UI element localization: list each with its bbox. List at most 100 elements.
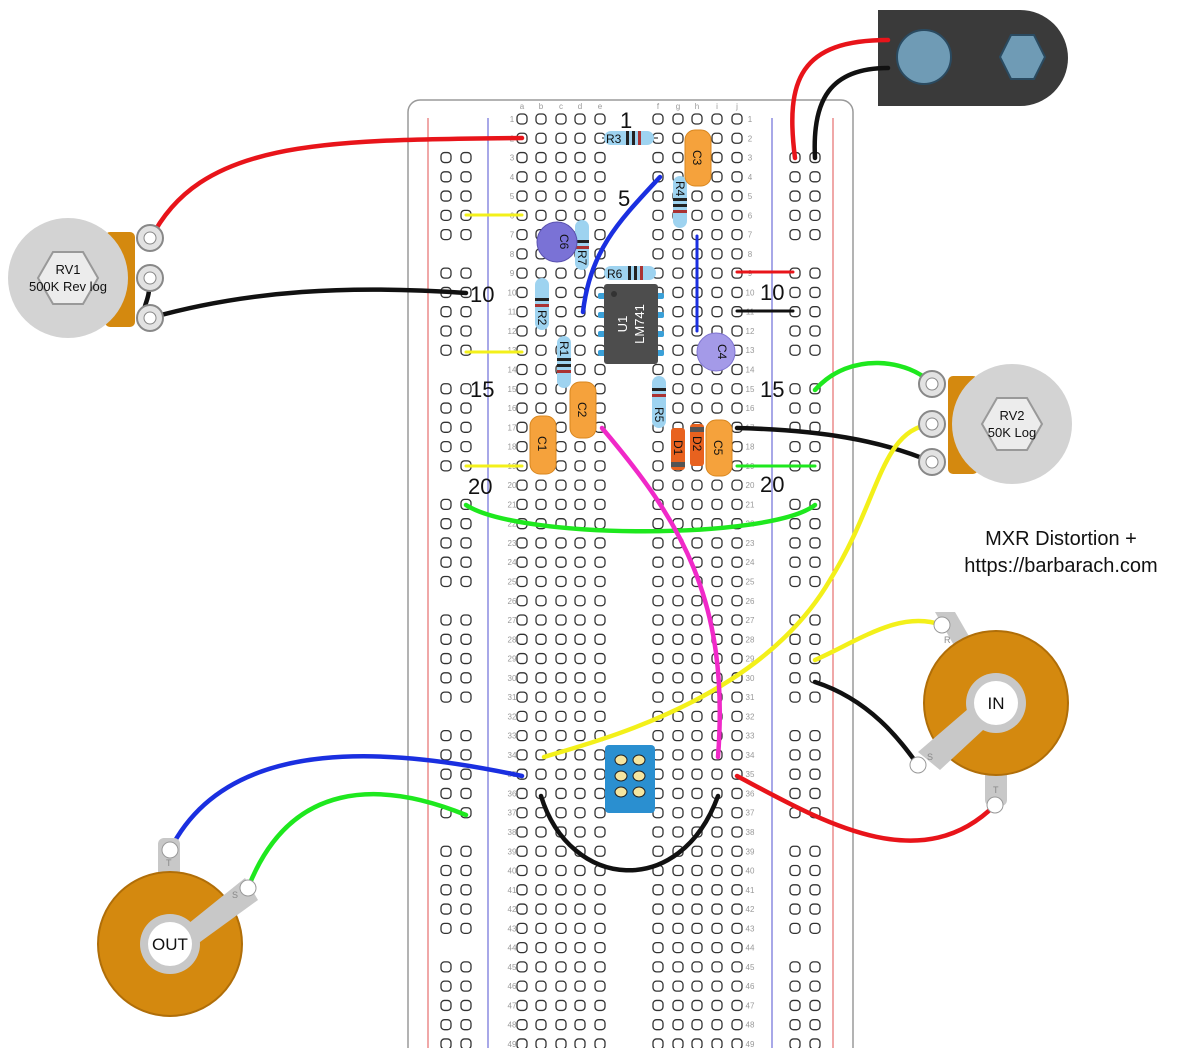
breadboard-hole — [672, 768, 684, 780]
breadboard-hole — [535, 826, 547, 838]
breadboard-hole — [672, 729, 684, 742]
capacitor-c3-label: C3 — [690, 150, 704, 166]
rail-hole — [440, 344, 452, 356]
breadboard-hole — [555, 999, 567, 1012]
rail-hole — [440, 325, 452, 337]
breadboard-hole — [516, 729, 528, 742]
row-marker-20-left: 20 — [468, 474, 492, 499]
breadboard-hole — [711, 306, 723, 318]
rail-hole — [789, 1038, 801, 1048]
row-number: 16 — [508, 404, 517, 413]
breadboard-hole — [672, 248, 684, 260]
row-number: 26 — [508, 597, 517, 606]
capacitor-c5: C5 — [705, 419, 733, 477]
diode-d1: D1 — [671, 428, 685, 470]
breadboard-hole — [574, 363, 586, 376]
rail-hole — [789, 961, 801, 973]
breadboard-hole — [711, 498, 723, 511]
row-number: 28 — [508, 635, 517, 644]
rail-hole — [460, 383, 472, 395]
rail-hole — [460, 556, 472, 568]
breadboard-hole — [691, 518, 703, 530]
row-marker-10-left: 10 — [470, 282, 494, 307]
row-number: 20 — [746, 481, 755, 490]
row-marker-15-right: 15 — [760, 377, 784, 402]
breadboard-hole — [731, 537, 743, 549]
breadboard-hole — [516, 903, 528, 915]
rail-hole — [440, 383, 452, 395]
rail-hole — [809, 575, 821, 588]
rail-hole — [440, 845, 452, 857]
breadboard-hole — [691, 864, 703, 877]
rail-hole — [460, 864, 472, 877]
row-number: 4 — [748, 173, 753, 182]
row-number: 33 — [508, 732, 517, 741]
breadboard-hole — [574, 113, 586, 125]
row-number: 40 — [746, 867, 755, 876]
rail-hole — [440, 228, 452, 241]
breadboard-hole — [535, 209, 547, 222]
breadboard-hole — [731, 884, 743, 896]
breadboard-hole — [516, 826, 528, 838]
breadboard-hole — [594, 440, 606, 453]
breadboard-hole — [652, 537, 664, 549]
breadboard-hole — [594, 922, 606, 934]
row-number: 36 — [508, 789, 517, 798]
wire-yellow-rv2 — [541, 421, 935, 760]
breadboard-hole — [672, 325, 684, 337]
wire-red-in — [734, 773, 998, 843]
breadboard-hole — [516, 421, 528, 433]
rail-hole — [789, 440, 801, 453]
wire-red-dc — [790, 37, 891, 161]
breadboard-hole — [535, 267, 547, 279]
breadboard-hole — [691, 113, 703, 125]
breadboard-hole — [594, 595, 606, 607]
breadboard-hole — [574, 614, 586, 626]
rail-hole — [460, 999, 472, 1012]
breadboard-hole — [711, 267, 723, 279]
breadboard-hole — [731, 363, 743, 376]
row-number: 42 — [746, 905, 755, 914]
breadboard-hole — [672, 113, 684, 125]
row-number: 34 — [746, 751, 755, 760]
rail-hole — [789, 999, 801, 1012]
breadboard-hole — [652, 113, 664, 125]
breadboard-hole — [555, 903, 567, 915]
breadboard-hole — [516, 672, 528, 684]
breadboard-hole — [594, 845, 606, 857]
rail-hole — [440, 961, 452, 973]
row-number: 32 — [746, 712, 755, 721]
breadboard-hole — [594, 479, 606, 491]
breadboard-hole — [731, 325, 743, 337]
breadboard-hole — [574, 884, 586, 896]
row-number: 23 — [746, 539, 755, 548]
rail-hole — [789, 864, 801, 877]
rail-hole — [809, 440, 821, 453]
row-number: 7 — [748, 231, 753, 240]
capacitor-c4: C4 — [696, 332, 736, 372]
breadboard-hole — [555, 652, 567, 665]
rail-hole — [789, 383, 801, 395]
row-number: 6 — [748, 211, 753, 220]
breadboard-hole — [574, 633, 586, 645]
breadboard-hole — [574, 864, 586, 877]
ic-part: LM741 — [632, 304, 647, 344]
rail-hole — [460, 787, 472, 800]
rail-hole — [789, 922, 801, 934]
row-number: 44 — [746, 944, 755, 953]
rail-hole — [440, 749, 452, 761]
breadboard-hole — [516, 922, 528, 934]
breadboard-hole — [691, 498, 703, 511]
rail-hole — [789, 498, 801, 511]
breadboard-hole — [731, 171, 743, 183]
breadboard-hole — [574, 941, 586, 954]
breadboard-hole — [652, 652, 664, 665]
breadboard-hole — [535, 402, 547, 414]
breadboard-hole — [594, 768, 606, 780]
ic-u1: U1 LM741 — [598, 284, 664, 364]
breadboard-hole — [691, 980, 703, 992]
wire-yellow-in — [812, 618, 945, 663]
jack-out-lug-t: T — [166, 858, 172, 868]
row-number: 44 — [508, 944, 517, 953]
row-number: 39 — [746, 847, 755, 856]
